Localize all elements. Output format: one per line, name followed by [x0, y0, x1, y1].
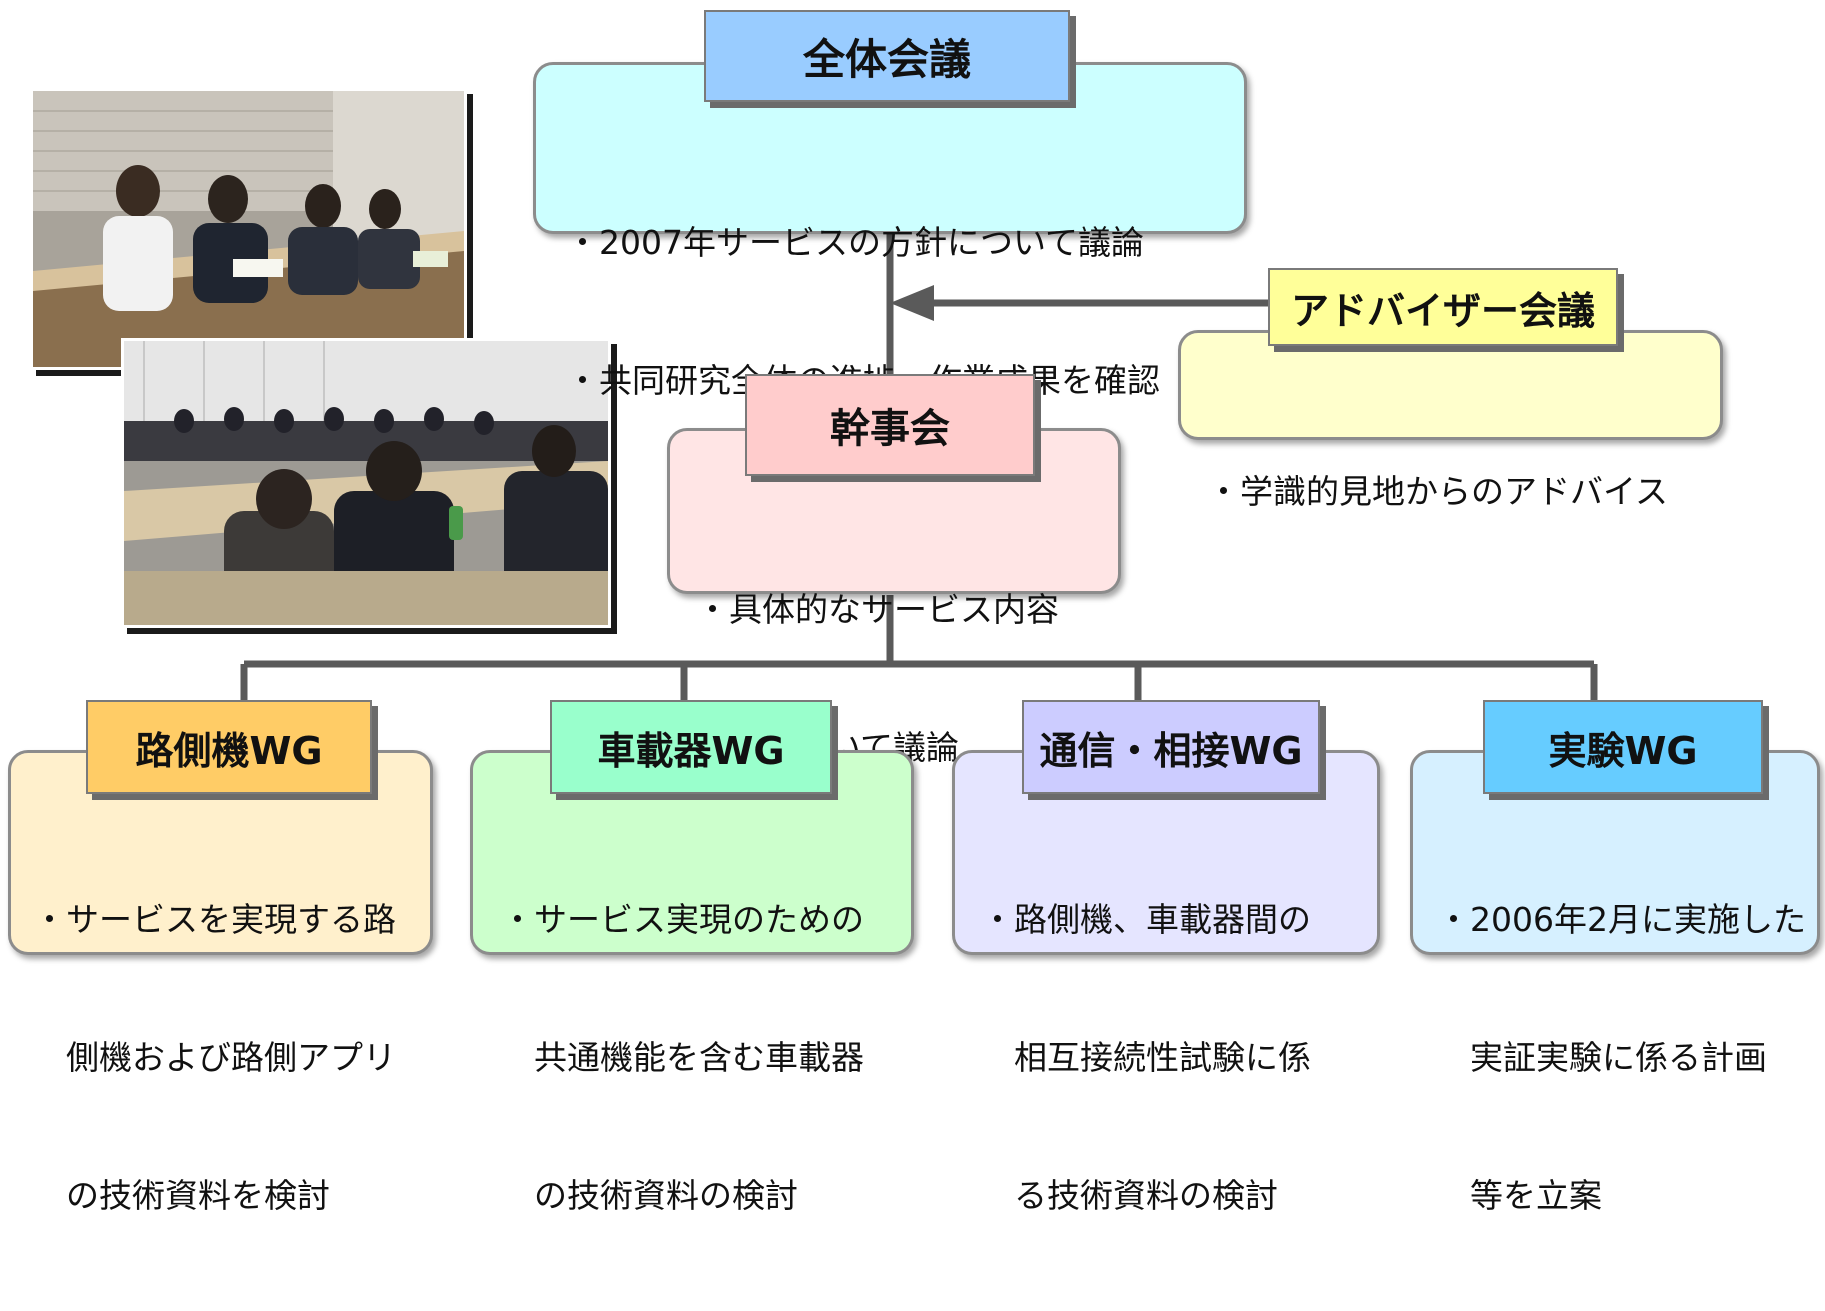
advisory-title: アドバイザー会議	[1268, 268, 1618, 346]
wg-experiment-line-2: 実証実験に係る計画	[1437, 1038, 1767, 1077]
wg-experiment-line-1: ・2006年2月に実施した	[1437, 900, 1806, 939]
arrow-head-icon	[890, 285, 934, 321]
wg-box-experiment: ・2006年2月に実施した 実証実験に係る計画 等を立案	[1410, 750, 1820, 1215]
wg-experiment-description: ・2006年2月に実施した 実証実験に係る計画 等を立案	[1437, 805, 1806, 1311]
wg-onboard-description: ・サービス実現のための 共通機能を含む車載器 の技術資料の検討	[501, 805, 864, 1311]
wg-onboard-line-2: 共通機能を含む車載器	[501, 1038, 864, 1077]
wg-onboard-line-3: の技術資料の検討	[501, 1176, 798, 1215]
plenary-line-1: ・2007年サービスの方針について議論	[566, 223, 1144, 262]
wg-title-roadside: 路側機WG	[86, 700, 372, 794]
plenary-title: 全体会議	[704, 10, 1070, 102]
wg-onboard-line-1: ・サービス実現のための	[501, 900, 864, 939]
wg-roadside-line-1: ・サービスを実現する路	[33, 900, 396, 939]
wg-communication-line-3: る技術資料の検討	[981, 1176, 1278, 1215]
wg-roadside-line-2: 側機および路側アプリ	[33, 1038, 396, 1077]
wg-title-communication: 通信・相接WG	[1022, 700, 1320, 794]
steering-line-1: ・具体的なサービス内容	[696, 590, 1059, 629]
steering-title: 幹事会	[745, 374, 1035, 476]
wg-communication-line-1: ・路側機、車載器間の	[981, 900, 1311, 939]
advisory-line-1: ・学識的見地からのアドバイス	[1207, 472, 1669, 511]
wg-roadside-description: ・サービスを実現する路 側機および路側アプリ の技術資料を検討	[33, 805, 396, 1311]
advisory-box: ・学識的見地からのアドバイス	[1178, 330, 1723, 511]
wg-title-experiment: 実験WG	[1483, 700, 1763, 794]
wg-communication-line-2: 相互接続性試験に係	[981, 1038, 1311, 1077]
plenary-box: ・2007年サービスの方針について議論 ・共同研究全体の進捗、作業成果を確認	[533, 62, 1247, 400]
wg-title-onboard: 車載器WG	[550, 700, 832, 794]
wg-roadside-line-3: の技術資料を検討	[33, 1176, 330, 1215]
wg-experiment-line-3: 等を立案	[1437, 1176, 1602, 1215]
meeting-photo-2	[121, 338, 611, 628]
advisory-description: ・学識的見地からのアドバイス	[1207, 377, 1668, 607]
wg-communication-description: ・路側機、車載器間の 相互接続性試験に係 る技術資料の検討	[981, 805, 1311, 1311]
meeting-photo-1	[30, 88, 467, 370]
